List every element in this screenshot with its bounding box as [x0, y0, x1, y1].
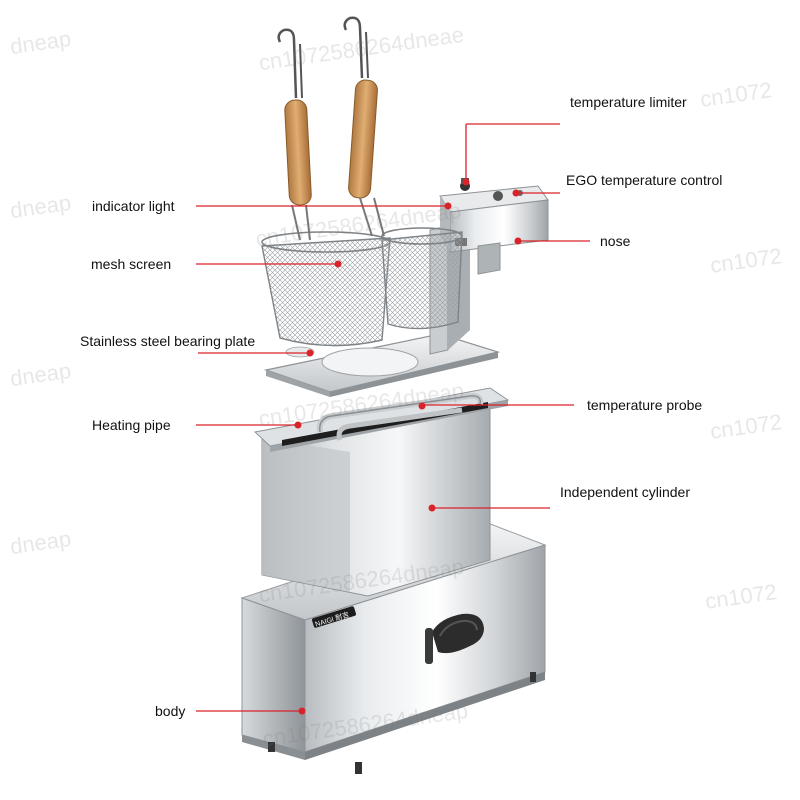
- dot-independent-cylinder: [428, 504, 436, 512]
- dot-indicator-light: [444, 202, 452, 210]
- callouts: [196, 123, 590, 715]
- label-mesh-screen: mesh screen: [91, 256, 172, 272]
- dot-temperature-limiter: [462, 178, 470, 186]
- label-nose: nose: [600, 233, 631, 249]
- dot-heating-pipe: [294, 421, 302, 429]
- label-indicator-light: indicator light: [92, 198, 175, 214]
- label-temperature-limiter: temperature limiter: [570, 94, 687, 110]
- basket-right: [343, 16, 463, 330]
- label-heating-pipe: Heating pipe: [92, 417, 171, 433]
- dot-nose: [514, 237, 522, 245]
- label-ego-temperature-control: EGO temperature control: [566, 172, 723, 188]
- label-temperature-probe: temperature probe: [587, 397, 703, 413]
- bearing-plate: [263, 333, 501, 397]
- dot-body: [298, 707, 306, 715]
- dot-ego-temperature-control: [512, 189, 520, 197]
- label-independent-cylinder: Independent cylinder: [560, 484, 690, 500]
- dot-mesh-screen: [334, 260, 342, 268]
- dot-temperature-probe: [418, 402, 426, 410]
- dot-bearing-plate: [306, 349, 314, 357]
- tank: [253, 387, 510, 597]
- label-body: body: [155, 703, 186, 719]
- label-stainless-steel-bearing-plate: Stainless steel bearing plate: [80, 333, 256, 349]
